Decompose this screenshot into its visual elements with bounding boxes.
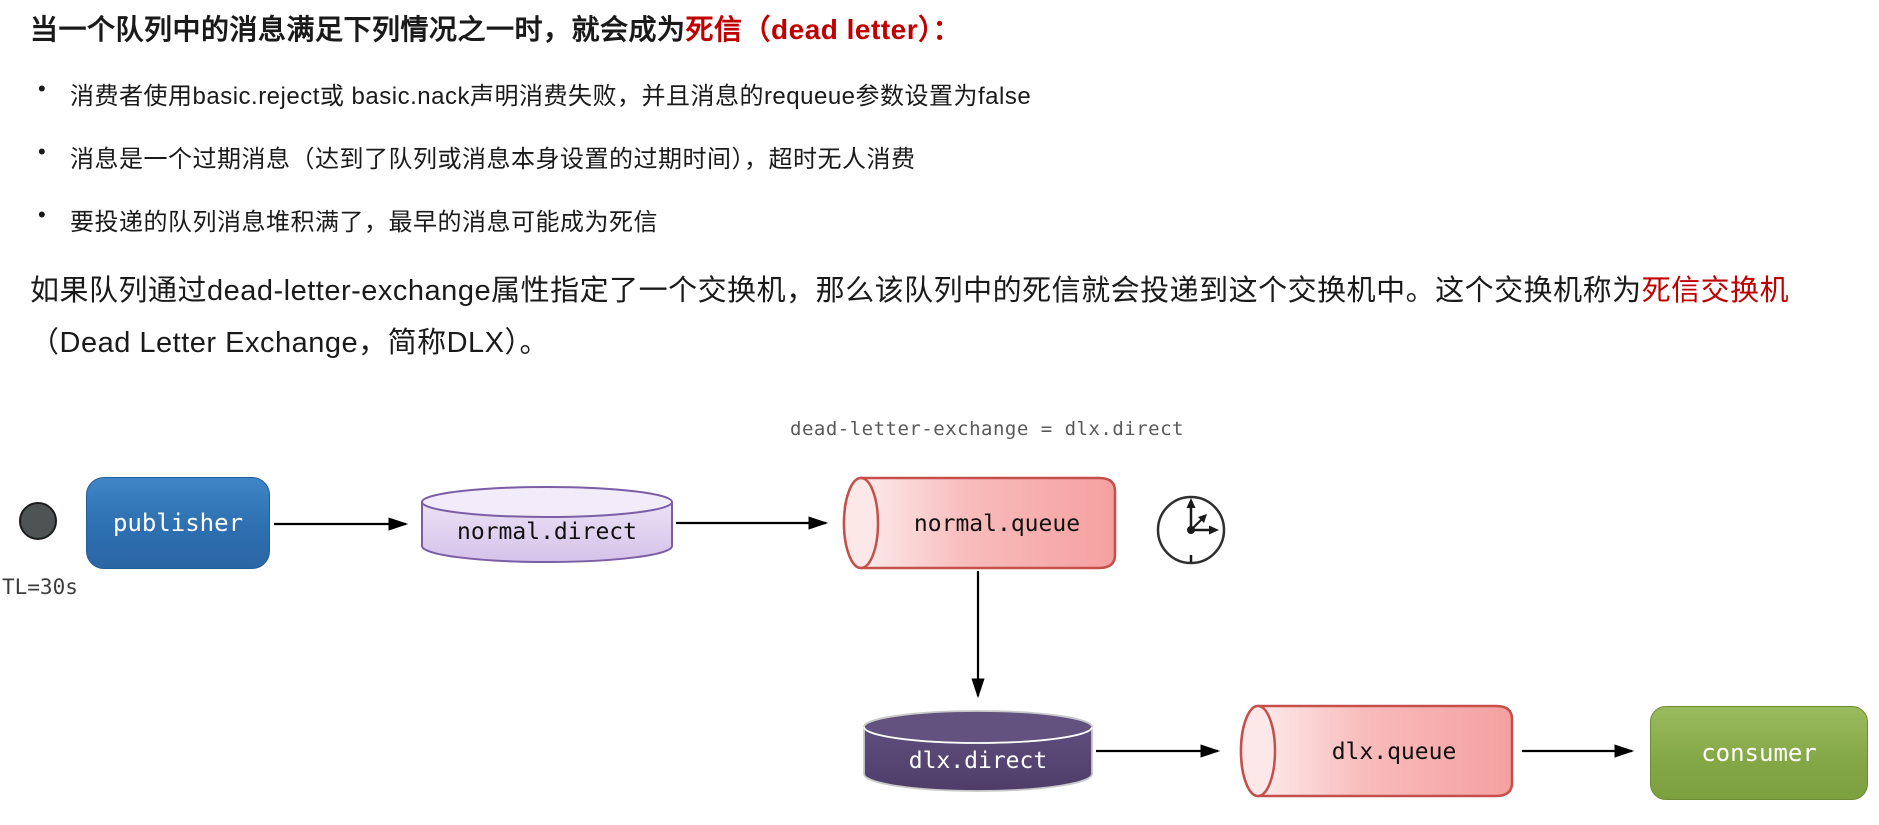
paragraph: 如果队列通过dead-letter-exchange属性指定了一个交换机，那么该… xyxy=(30,265,1872,369)
publisher-node: publisher xyxy=(86,477,270,569)
publisher-label: publisher xyxy=(112,509,244,537)
dlx-queue: dlx.queue xyxy=(1239,704,1514,798)
message-dot-icon xyxy=(19,502,57,540)
bullet-list: 消费者使用basic.reject或 basic.nack声明消费失败，并且消息… xyxy=(30,76,1872,237)
normal-direct-label: normal.direct xyxy=(457,519,637,545)
clock-icon xyxy=(1156,495,1226,565)
bullet-item-2: 消息是一个过期消息（达到了队列或消息本身设置的过期时间），超时无人消费 xyxy=(30,139,1872,174)
dlx-direct-exchange: dlx.direct xyxy=(863,710,1093,792)
cylinder-top xyxy=(421,486,673,518)
dlx-direct-label: dlx.direct xyxy=(909,748,1047,774)
bullet-text-2: 消息是一个过期消息（达到了队列或消息本身设置的过期时间），超时无人消费 xyxy=(70,146,916,173)
cylinder-body xyxy=(863,727,1093,792)
cylinder-cap xyxy=(1239,704,1277,798)
title-highlight: 死信（dead letter）： xyxy=(685,14,962,45)
bullet-text-1: 消费者使用basic.reject或 basic.nack声明消费失败，并且消息… xyxy=(70,83,1032,110)
bullet-item-3: 要投递的队列消息堆积满了，最早的消息可能成为死信 xyxy=(30,202,1872,237)
bullet-text-3: 要投递的队列消息堆积满了，最早的消息可能成为死信 xyxy=(70,209,658,236)
dlx-queue-label: dlx.queue xyxy=(1332,739,1457,765)
consumer-node: consumer xyxy=(1650,706,1868,800)
consumer-label: consumer xyxy=(1701,739,1817,767)
dlx-annotation: dead-letter-exchange = dlx.direct xyxy=(790,418,1184,440)
normal-queue-label: normal.queue xyxy=(914,511,1080,537)
bullet-item-1: 消费者使用basic.reject或 basic.nack声明消费失败，并且消息… xyxy=(30,76,1872,111)
paragraph-text-1: 如果队列通过dead-letter-exchange属性指定了一个交换机，那么该… xyxy=(30,275,1642,307)
text-block: 当一个队列中的消息满足下列情况之一时，就会成为死信（dead letter）： … xyxy=(30,0,1872,369)
paragraph-highlight: 死信交换机 xyxy=(1641,275,1790,307)
clock-hand-minute-arrow xyxy=(1186,498,1196,508)
cylinder-rim-highlight xyxy=(863,726,1093,744)
cylinder-cap xyxy=(842,476,880,570)
normal-queue: normal.queue xyxy=(842,476,1117,570)
clock-hand-hour-arrow xyxy=(1209,525,1219,535)
clock-hand-diagonal-arrow xyxy=(1198,514,1207,523)
title-text: 当一个队列中的消息满足下列情况之一时，就会成为 xyxy=(30,14,686,45)
ttl-label: TL=30s xyxy=(2,575,78,599)
paragraph-text-2: （Dead Letter Exchange，简称DLX）。 xyxy=(30,327,549,359)
clock-center xyxy=(1187,526,1195,534)
cylinder-body xyxy=(421,502,673,563)
page-title: 当一个队列中的消息满足下列情况之一时，就会成为死信（dead letter）： xyxy=(30,8,1872,48)
normal-direct-exchange: normal.direct xyxy=(421,486,673,563)
